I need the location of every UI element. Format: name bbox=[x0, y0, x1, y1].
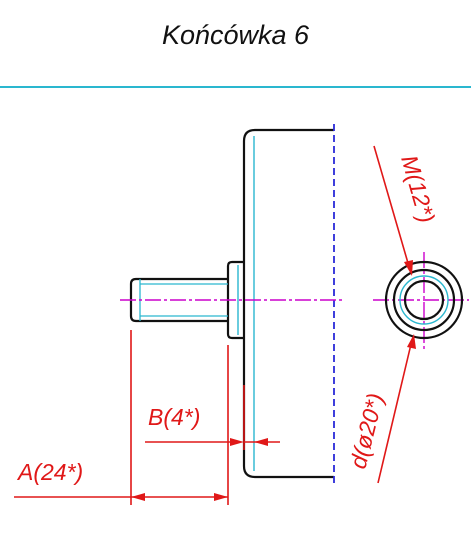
dimension-d-label: d(ø20*) bbox=[345, 390, 389, 471]
title-divider bbox=[0, 86, 471, 88]
front-view bbox=[384, 260, 464, 340]
dimension-b bbox=[145, 385, 280, 450]
main-body bbox=[242, 128, 334, 479]
dimension-m-label: M(12*) bbox=[396, 152, 440, 226]
drawing-title: Końcówka 6 bbox=[161, 20, 310, 50]
dimension-a bbox=[14, 330, 229, 505]
dimension-b-label: B(4*) bbox=[148, 404, 200, 430]
dimension-a-label: A(24*) bbox=[16, 459, 83, 485]
dimension-m-leader bbox=[373, 145, 413, 276]
dimension-d-leader bbox=[377, 334, 416, 484]
